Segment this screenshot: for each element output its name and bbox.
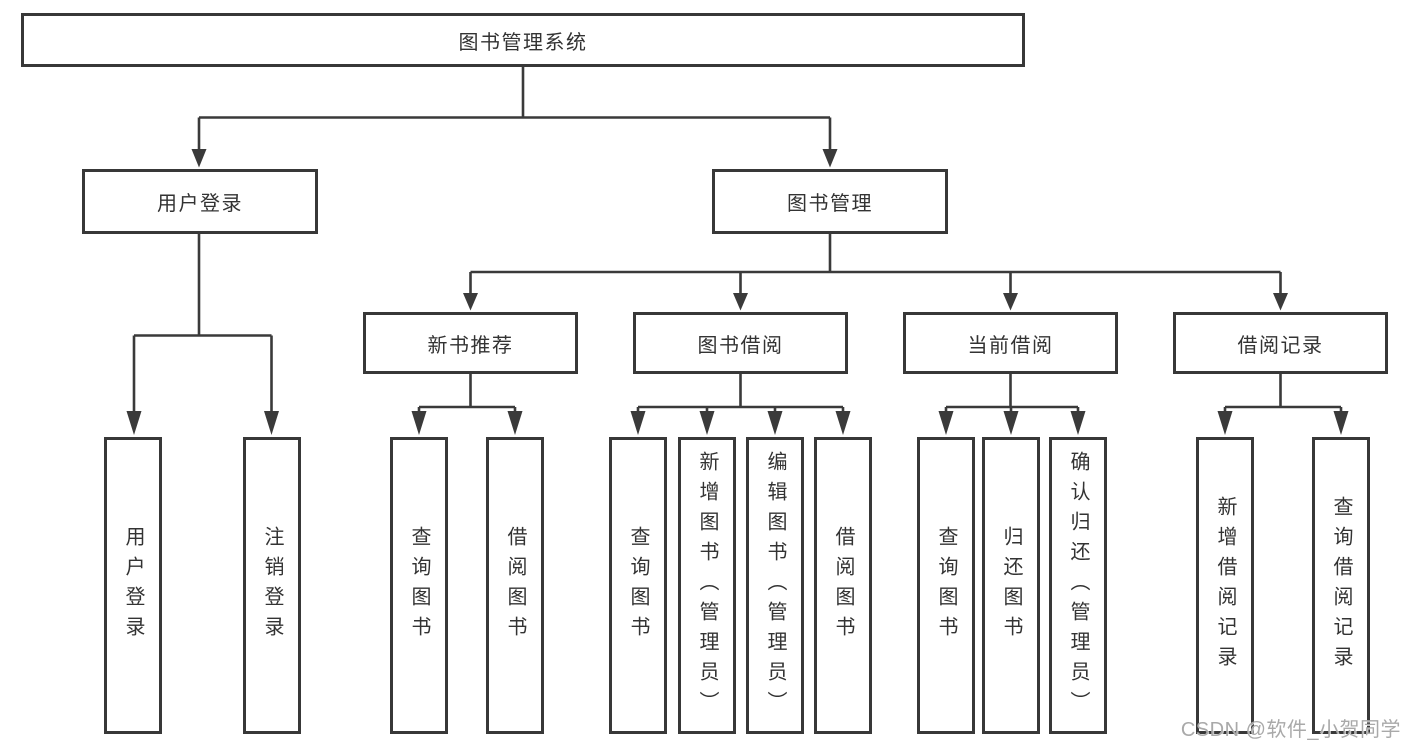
connector-newbook-to-leaves: [411, 374, 523, 435]
node-leaf-query-borrow-record: 查询借阅记录: [1312, 437, 1370, 734]
node-leaf-logout: 注销登录: [243, 437, 301, 734]
node-label: 用户登录: [122, 525, 144, 646]
node-label: 查询图书: [408, 525, 430, 646]
node-label: 用户登录: [157, 193, 243, 215]
node-label: 借阅图书: [504, 525, 526, 646]
node-leaf-borrow-books-1: 借阅图书: [486, 437, 544, 734]
node-borrow-records: 借阅记录: [1173, 312, 1388, 374]
node-label: 归还图书: [1000, 525, 1022, 646]
node-label: 新增图书（管理员）: [696, 450, 718, 721]
node-new-book-recommend: 新书推荐: [363, 312, 578, 374]
node-current-borrow: 当前借阅: [903, 312, 1118, 374]
connector-current-to-leaves: [938, 374, 1086, 435]
node-leaf-add-borrow-record: 新增借阅记录: [1196, 437, 1254, 734]
node-leaf-query-books-2: 查询图书: [609, 437, 667, 734]
node-leaf-return-book: 归还图书: [982, 437, 1040, 734]
node-label: 新书推荐: [427, 334, 514, 357]
node-label: 图书管理: [787, 193, 873, 215]
node-leaf-add-book-admin: 新增图书（管理员）: [678, 437, 736, 734]
node-book-management: 图书管理: [712, 169, 948, 234]
node-leaf-query-books-1: 查询图书: [390, 437, 448, 734]
connector-root-to-level2: [191, 67, 838, 168]
csdn-watermark: CSDN @软件_小贺同学: [1180, 719, 1401, 741]
node-leaf-edit-book-admin: 编辑图书（管理员）: [746, 437, 804, 734]
node-label: 查询借阅记录: [1330, 495, 1352, 676]
node-user-login: 用户登录: [82, 169, 318, 234]
node-label: 新增借阅记录: [1214, 495, 1236, 676]
node-label: 查询图书: [627, 525, 649, 646]
node-label: 借阅记录: [1237, 334, 1324, 357]
node-label: 当前借阅: [967, 334, 1054, 357]
node-library-system: 图书管理系统: [21, 13, 1025, 67]
node-leaf-borrow-books-2: 借阅图书: [814, 437, 872, 734]
node-leaf-query-books-3: 查询图书: [917, 437, 975, 734]
connector-records-to-leaves: [1217, 374, 1349, 435]
node-label: 查询图书: [935, 525, 957, 646]
connector-borrow-to-leaves: [630, 374, 851, 435]
node-label: 注销登录: [261, 525, 283, 646]
node-book-borrow: 图书借阅: [633, 312, 848, 374]
node-leaf-user-login: 用户登录: [104, 437, 162, 734]
node-leaf-confirm-return-admin: 确认归还（管理员）: [1049, 437, 1107, 734]
connector-userlogin-to-leaves: [126, 234, 279, 435]
node-label: 借阅图书: [832, 525, 854, 646]
node-label: 编辑图书（管理员）: [764, 450, 786, 721]
node-label: 图书管理系统: [458, 31, 588, 54]
node-label: 确认归还（管理员）: [1067, 450, 1089, 721]
node-label: 图书借阅: [697, 334, 784, 357]
connector-bookmgmt-to-level3: [463, 234, 1288, 311]
